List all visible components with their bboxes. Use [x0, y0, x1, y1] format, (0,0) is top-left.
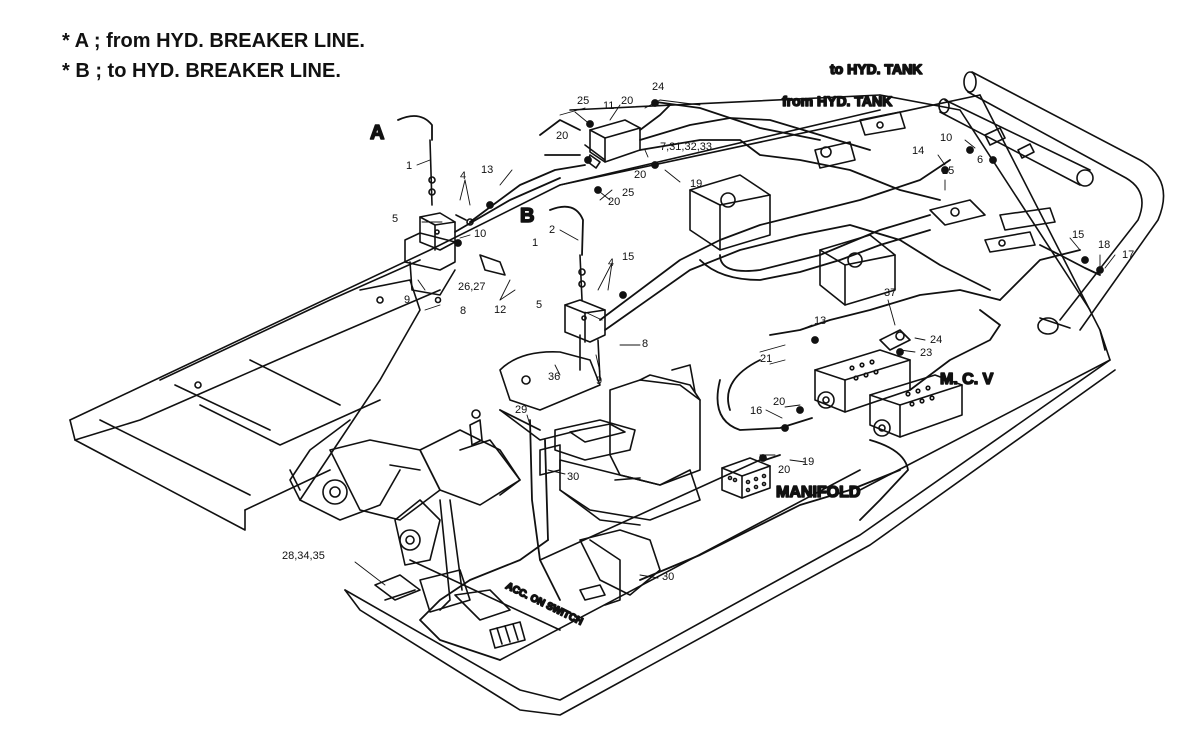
manifold-block: [721, 457, 771, 499]
acc-switch-label: ACC. ON SWITCH: [504, 581, 585, 628]
callout-20d: 20: [608, 196, 620, 208]
callout-9a: 9: [404, 294, 410, 306]
callout-7: 7,31,32,33: [660, 141, 712, 153]
callout-18: 18: [1098, 239, 1110, 251]
callout-9b: 9: [596, 375, 602, 387]
callout-8b: 8: [642, 338, 648, 350]
hose-a-label: A: [370, 122, 384, 144]
note-b: * B ; to HYD. BREAKER LINE.: [62, 60, 341, 82]
callout-17: 17: [1122, 249, 1134, 261]
callout-1: 1: [406, 160, 412, 172]
callout-10b: 10: [940, 132, 952, 144]
callout-2: 2: [549, 224, 555, 236]
callout-15b: 15: [1072, 229, 1084, 241]
pedal-valve-center: [564, 254, 606, 381]
pedal-assembly: [374, 499, 606, 649]
callout-1b: 1: [532, 237, 538, 249]
monitor-console: [539, 419, 636, 476]
callout-14: 14: [912, 145, 924, 157]
tank-pipes: [938, 71, 1165, 335]
callout-25b: 25: [622, 187, 634, 199]
callout-15a: 15: [622, 251, 634, 263]
callout-24a: 24: [652, 81, 664, 93]
note-a: * A ; from HYD. BREAKER LINE.: [62, 30, 365, 52]
operator-seat: [559, 364, 701, 606]
mcv-label: M. C. V: [940, 371, 994, 388]
frame-brackets: [689, 111, 1056, 306]
callout-10a: 10: [474, 228, 486, 240]
callout-25c: 25: [942, 165, 954, 177]
callout-16: 16: [750, 405, 762, 417]
left-console: [329, 409, 521, 521]
manifold-label: MANIFOLD: [776, 484, 860, 501]
callout-20f: 20: [778, 464, 790, 476]
callout-5a: 5: [392, 213, 398, 225]
callout-37: 37: [884, 287, 896, 299]
callout-12: 12: [494, 304, 506, 316]
callout-13b: 13: [814, 315, 826, 327]
callout-24b: 24: [930, 334, 942, 346]
part-callouts: 1 2 4 4 5 5 6 7,31,32,33 8 8 9 9 10 10 1…: [282, 81, 1134, 583]
callout-6: 6: [977, 154, 983, 166]
callout-21: 21: [760, 353, 772, 365]
callout-20e: 20: [773, 396, 785, 408]
to-tank-label: to HYD. TANK: [830, 61, 922, 77]
callout-28-34-35: 28,34,35: [282, 550, 325, 562]
callout-13a: 13: [481, 164, 493, 176]
callout-4b: 4: [608, 257, 614, 269]
leader-lines: [354, 99, 1116, 586]
callout-20a: 20: [621, 95, 633, 107]
callout-4a: 4: [460, 170, 466, 182]
callout-19b: 19: [802, 456, 814, 468]
callout-8a: 8: [460, 305, 466, 317]
callout-29: 29: [515, 404, 527, 416]
upper-frame: [69, 94, 1116, 716]
callout-20b: 20: [556, 130, 568, 142]
callout-30a: 30: [567, 471, 579, 483]
callout-11: 11: [603, 100, 614, 112]
hose-b-label: B: [520, 205, 534, 227]
pilot-valve-block: [584, 119, 641, 169]
swing-bracket: [289, 279, 601, 566]
callout-30b: 30: [662, 571, 674, 583]
callout-36: 36: [548, 371, 560, 383]
callout-19a: 19: [690, 178, 702, 190]
callout-25a: 25: [577, 95, 589, 107]
callout-20c: 20: [634, 169, 646, 181]
callout-5b: 5: [536, 299, 542, 311]
from-tank-label: from HYD. TANK: [782, 93, 892, 109]
callout-26-27: 26,27: [458, 281, 486, 293]
callout-23: 23: [920, 347, 932, 359]
